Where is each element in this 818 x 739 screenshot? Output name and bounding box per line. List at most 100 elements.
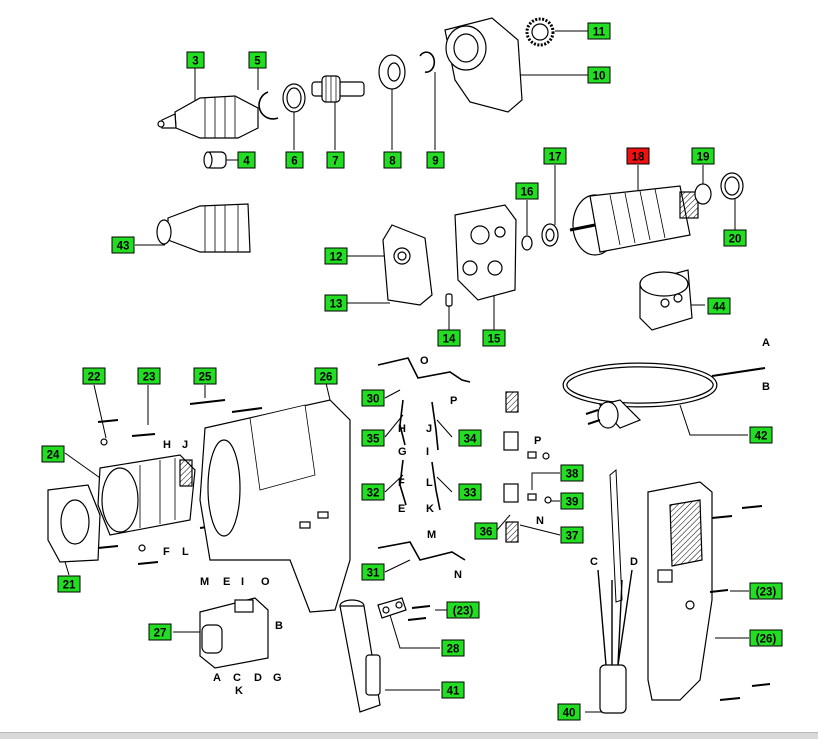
svg-text:7: 7: [332, 156, 338, 168]
part-21-field-plate: [47, 484, 101, 563]
letter-I-switch: I: [241, 576, 244, 588]
part-44-filter-cup: [639, 269, 693, 331]
svg-text:31: 31: [367, 568, 380, 580]
callouts: 3 5 4 6 7 8 9 10 11 43 12 13 14 15 16 17…: [41, 22, 783, 721]
callout-3: 3: [186, 51, 205, 69]
letter-N-brush: N: [536, 515, 544, 527]
letter-D-switch: D: [254, 672, 262, 684]
part-4-bushing: [203, 151, 227, 169]
svg-text:6: 6: [291, 156, 297, 168]
callout-12: 12: [324, 247, 348, 265]
svg-text:12: 12: [330, 252, 343, 264]
callout-36: 36: [474, 522, 498, 540]
part-10-gear-housing: [444, 17, 523, 113]
part-28-cable-clamp: [377, 597, 431, 621]
svg-text:34: 34: [464, 434, 477, 446]
part-17-bearing: [541, 223, 559, 247]
svg-text:20: 20: [729, 234, 742, 246]
callout-42: 42: [749, 426, 773, 444]
callout-39: 39: [560, 492, 584, 510]
part-41-side-handle: [339, 599, 381, 713]
callout-8: 8: [383, 151, 402, 169]
callout-15: 15: [482, 329, 506, 347]
svg-text:4: 4: [243, 156, 250, 168]
svg-text:5: 5: [254, 56, 261, 68]
letter-H-lead: H: [398, 423, 406, 435]
svg-text:41: 41: [447, 686, 460, 698]
svg-text:22: 22: [88, 372, 101, 384]
svg-text:13: 13: [330, 299, 343, 311]
svg-text:43: 43: [117, 241, 130, 253]
callout-30: 30: [361, 389, 385, 407]
part-13-gasket-plate: [382, 224, 433, 306]
callout-10: 10: [587, 66, 611, 84]
part-26-motor-housing: [199, 399, 351, 613]
svg-text:8: 8: [389, 156, 396, 168]
connection-letters: H J F L M E I O B A C D G K O P H J G I …: [163, 337, 770, 697]
letter-P-brush: P: [534, 435, 541, 447]
part-5-circlip: [258, 91, 279, 120]
svg-text:15: 15: [488, 334, 501, 346]
part-40-wire-bundle: [597, 468, 633, 714]
part-9-snap-ring: [419, 51, 436, 73]
svg-text:37: 37: [566, 531, 579, 543]
svg-text:35: 35: [367, 434, 380, 446]
callout-20: 20: [723, 229, 747, 247]
callout-17: 17: [543, 147, 567, 165]
callout-11: 11: [587, 22, 611, 40]
callout-28: 28: [441, 639, 465, 657]
callout-9: 9: [426, 151, 445, 169]
part-35-lead: [399, 399, 406, 446]
part-31-spring-bracket: [377, 541, 466, 561]
part-24-stator: [97, 454, 196, 536]
letter-G-switch: G: [273, 672, 282, 684]
svg-text:10: 10: [593, 71, 606, 83]
callout-23-ref-b: (23): [749, 582, 783, 600]
letter-N-lead: N: [454, 569, 462, 581]
svg-text:40: 40: [563, 708, 576, 720]
letter-E-switch: E: [223, 576, 230, 588]
callout-44: 44: [707, 297, 731, 315]
letter-F-lead: F: [398, 477, 405, 489]
part-16-needle-bearing: [521, 235, 533, 251]
svg-text:21: 21: [63, 580, 76, 592]
callout-4: 4: [237, 151, 256, 169]
callout-13: 13: [324, 294, 348, 312]
part-34-lead: [431, 401, 439, 451]
svg-text:25: 25: [199, 372, 212, 384]
letter-F: F: [163, 546, 170, 558]
callout-14: 14: [437, 329, 461, 347]
part-26b-handle-cover: [647, 481, 713, 701]
letter-C-switch: C: [233, 672, 241, 684]
svg-text:33: 33: [464, 488, 477, 500]
part-32-lead: [399, 459, 407, 506]
letter-B-switch: B: [275, 620, 283, 632]
screws-group: [97, 399, 263, 565]
letter-P-lead: P: [450, 395, 457, 407]
callout-19: 19: [691, 147, 715, 165]
letter-A-cord: A: [762, 337, 770, 349]
svg-text:28: 28: [447, 644, 460, 656]
part-27-switch: [199, 597, 269, 669]
part-6-ring: [282, 83, 306, 113]
svg-text:27: 27: [154, 628, 167, 640]
letter-O-switch: O: [261, 576, 270, 588]
callout-35: 35: [361, 429, 385, 447]
callout-38: 38: [560, 464, 584, 482]
svg-text:26: 26: [320, 372, 333, 384]
svg-text:19: 19: [697, 152, 710, 164]
callout-6: 6: [285, 151, 304, 169]
part-20-ring: [720, 172, 744, 200]
callout-33: 33: [458, 483, 482, 501]
svg-text:17: 17: [549, 152, 562, 164]
part-15-flange: [454, 204, 517, 301]
letter-M-switch: M: [200, 576, 209, 588]
svg-text:(23): (23): [756, 587, 777, 599]
letter-L: L: [182, 546, 189, 558]
letter-J-lead: J: [426, 423, 432, 435]
letter-G-lead: G: [398, 446, 407, 458]
part-19-bearing: [694, 183, 712, 205]
letter-K-switch: K: [235, 685, 243, 697]
callout-34: 34: [458, 429, 482, 447]
